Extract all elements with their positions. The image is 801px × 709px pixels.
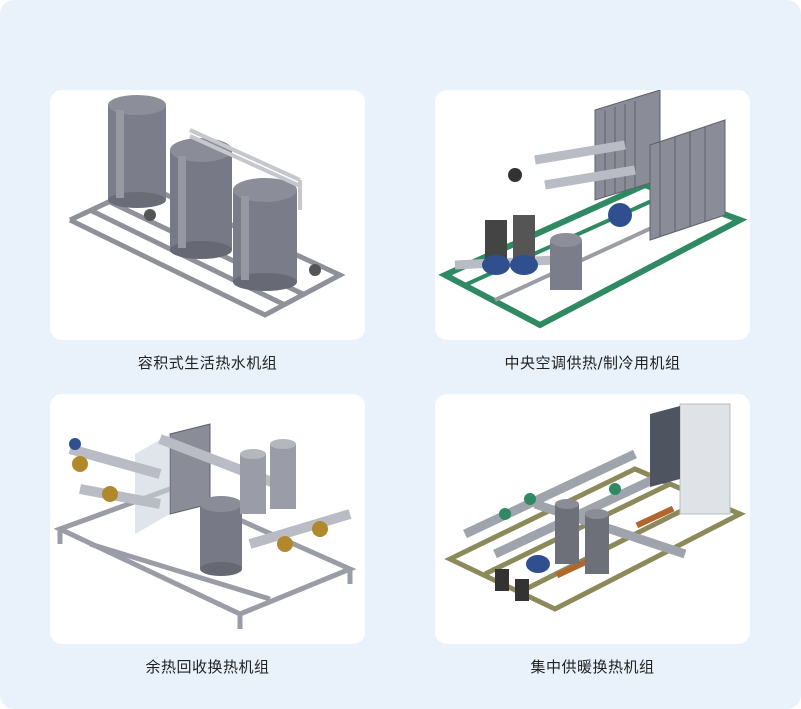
waste-heat-recovery-unit-image (53, 423, 357, 629)
product-caption: 余热回收换热机组 (145, 658, 270, 676)
central-ac-unit-image (438, 90, 748, 329)
product-card-volumetric-hot-water[interactable] (50, 90, 365, 340)
product-caption: 中央空调供热/制冷用机组 (504, 354, 681, 372)
product-card-waste-heat-recovery[interactable] (50, 394, 365, 644)
product-card-central-ac-unit[interactable] (435, 90, 750, 340)
central-heating-unit-image (444, 403, 746, 612)
product-card-central-heating[interactable] (435, 394, 750, 644)
volumetric-hot-water-unit-image (68, 95, 346, 318)
product-caption: 容积式生活热水机组 (137, 354, 278, 372)
product-caption: 集中供暖换热机组 (530, 658, 655, 676)
